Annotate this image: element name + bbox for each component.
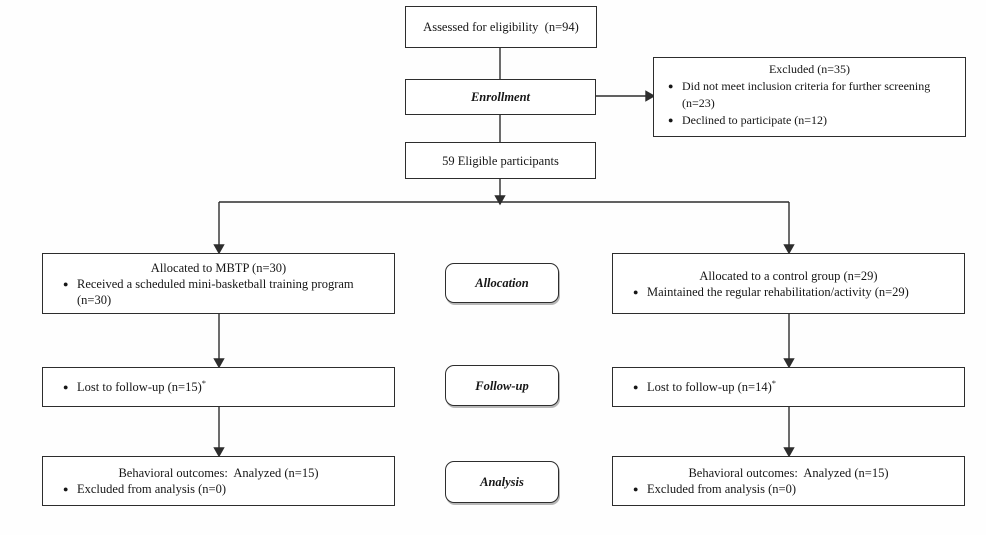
excluded-item-text: Did not meet inclusion criteria for furt… <box>682 79 931 110</box>
control-allocation-box: Allocated to a control group (n=29) ● Ma… <box>612 253 965 314</box>
control-analysis-box: Behavioral outcomes: Analyzed (n=15) ● E… <box>612 456 965 506</box>
mbtp-analysis-item-text: Excluded from analysis (n=0) <box>77 482 227 496</box>
followup-stage-text: Follow-up <box>475 378 529 393</box>
bullet-icon: ● <box>633 484 639 494</box>
bullet-icon: ● <box>63 484 69 494</box>
excluded-title: Excluded (n=35) <box>768 62 851 76</box>
control-allocation-title: Allocated to a control group (n=29) <box>699 268 878 283</box>
control-analysis-item-text: Excluded from analysis (n=0) <box>647 482 797 496</box>
arrowhead-alloc-right <box>783 244 795 255</box>
control-followup-item: ● Lost to follow-up (n=14)* <box>613 379 964 395</box>
arrowhead-analysis-left <box>213 447 225 458</box>
control-followup-box: ● Lost to follow-up (n=14)* <box>612 367 965 407</box>
assessed-eligibility-box: Assessed for eligibility (n=94) <box>405 6 597 48</box>
mbtp-followup-item-text: Lost to follow-up (n=15)* <box>77 377 206 394</box>
footnote-marker: * <box>201 377 206 388</box>
eligible-participants-box: 59 Eligible participants <box>405 142 596 179</box>
arrowhead-analysis-right <box>783 447 795 458</box>
excluded-item: ● Did not meet inclusion criteria for fu… <box>654 78 965 112</box>
allocation-stage-text: Allocation <box>475 276 529 290</box>
bullet-icon: ● <box>668 81 674 91</box>
control-allocation-item: ● Maintained the regular rehabilitation/… <box>613 284 964 300</box>
mbtp-followup-box: ● Lost to follow-up (n=15)* <box>42 367 395 407</box>
excluded-item: ● Declined to participate (n=12) <box>654 112 965 129</box>
bullet-icon: ● <box>668 115 674 125</box>
analysis-stage-text: Analysis <box>480 475 524 489</box>
arrowhead-followup-right <box>783 358 795 369</box>
analysis-stage-label: Analysis <box>445 461 559 503</box>
bullet-icon: ● <box>63 382 69 392</box>
mbtp-allocation-item: ● Received a scheduled mini-basketball t… <box>43 276 394 308</box>
mbtp-analysis-item: ● Excluded from analysis (n=0) <box>43 481 394 497</box>
eligible-participants-text: 59 Eligible participants <box>442 153 559 168</box>
excluded-box: Excluded (n=35) ● Did not meet inclusion… <box>653 57 966 137</box>
mbtp-analysis-box: Behavioral outcomes: Analyzed (n=15) ● E… <box>42 456 395 506</box>
bullet-icon: ● <box>633 382 639 392</box>
mbtp-allocation-item-text: Received a scheduled mini-basketball tra… <box>77 276 354 307</box>
arrowhead-excluded <box>645 90 656 102</box>
mbtp-analysis-title: Behavioral outcomes: Analyzed (n=15) <box>118 466 319 480</box>
mbtp-allocation-box: Allocated to MBTP (n=30) ● Received a sc… <box>42 253 395 314</box>
control-analysis-title: Behavioral outcomes: Analyzed (n=15) <box>688 466 889 480</box>
bullet-icon: ● <box>633 286 639 297</box>
assessed-eligibility-text: Assessed for eligibility (n=94) <box>423 20 579 34</box>
arrowhead-split <box>494 195 506 206</box>
enrollment-label: Enrollment <box>470 90 531 104</box>
mbtp-followup-item: ● Lost to follow-up (n=15)* <box>43 379 394 395</box>
control-analysis-item: ● Excluded from analysis (n=0) <box>613 481 964 497</box>
control-allocation-item-text: Maintained the regular rehabilitation/ac… <box>647 284 909 299</box>
arrowhead-followup-left <box>213 358 225 369</box>
enrollment-box: Enrollment <box>405 79 596 115</box>
arrowhead-alloc-left <box>213 244 225 255</box>
excluded-item-text: Declined to participate (n=12) <box>682 113 828 127</box>
allocation-stage-label: Allocation <box>445 263 559 303</box>
bullet-icon: ● <box>63 278 69 289</box>
mbtp-allocation-title: Allocated to MBTP (n=30) <box>150 260 287 275</box>
followup-stage-label: Follow-up <box>445 365 559 406</box>
control-followup-item-text: Lost to follow-up (n=14)* <box>647 377 776 394</box>
footnote-marker: * <box>771 377 776 388</box>
